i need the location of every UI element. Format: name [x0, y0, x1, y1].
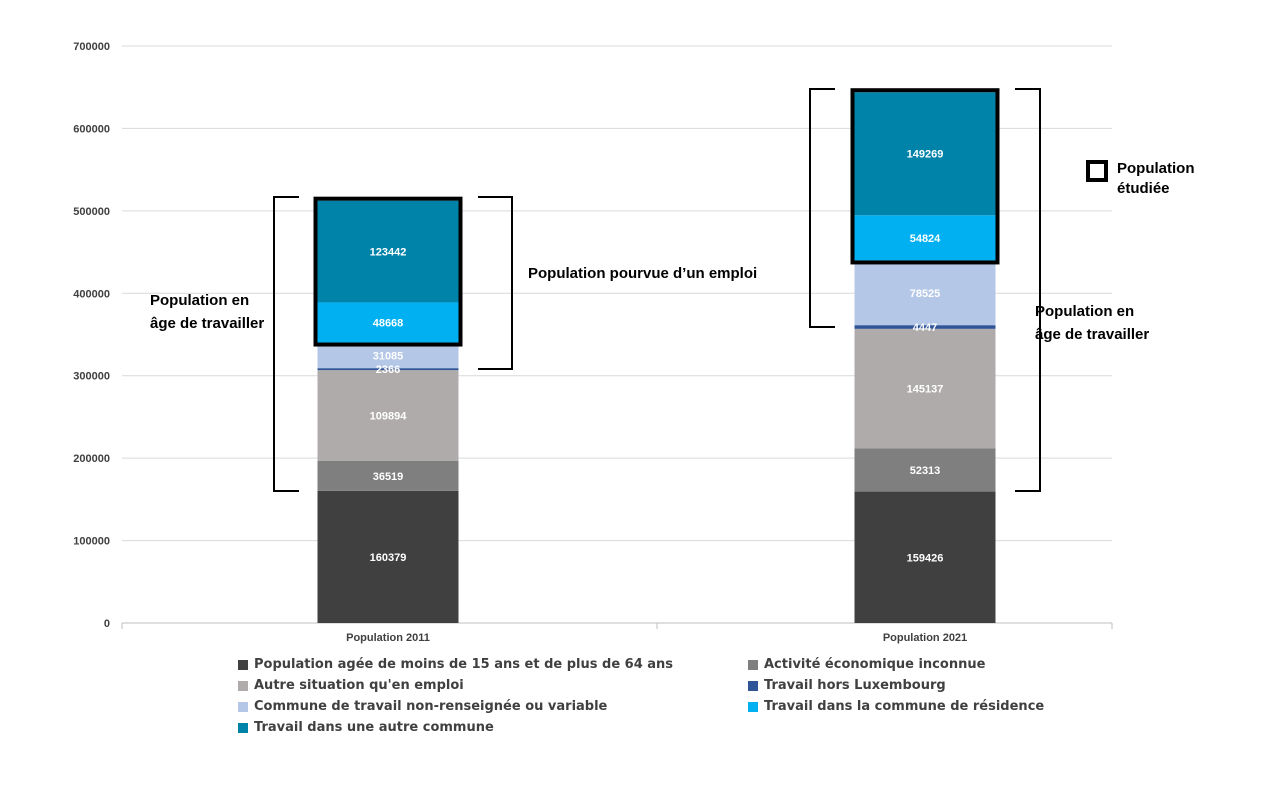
- bar-segment: [317, 200, 459, 303]
- legend-item: Travail hors Luxembourg: [748, 678, 1088, 693]
- data-label: 2366: [376, 364, 400, 376]
- y-tick-label: 600000: [73, 123, 110, 135]
- bar-segment: [854, 92, 996, 216]
- y-tick-label: 100000: [73, 536, 110, 548]
- bar-segment: [317, 302, 459, 343]
- legend-item: Travail dans une autre commune: [238, 720, 748, 735]
- data-label: 54824: [910, 233, 941, 245]
- data-label: 52313: [910, 465, 941, 477]
- employed-label: Population pourvue d’un emploi: [528, 265, 757, 282]
- x-category-label: Population 2011: [346, 632, 430, 644]
- studied-population-key: [1086, 160, 1108, 182]
- bar-segment: [317, 490, 459, 623]
- data-label: 78525: [910, 288, 941, 300]
- x-category-label: Population 2021: [883, 632, 967, 644]
- bracket-employed-2011: [478, 196, 513, 370]
- legend-item: Travail dans la commune de résidence: [748, 699, 1088, 714]
- bracket-working-age-2021: [1015, 88, 1041, 492]
- legend-item: Population agée de moins de 15 ans et de…: [238, 657, 748, 672]
- data-label: 149269: [907, 149, 944, 161]
- legend-swatch: [748, 659, 758, 670]
- legend-label: Travail dans la commune de résidence: [764, 699, 1045, 714]
- y-tick-label: 0: [104, 618, 110, 630]
- legend-label: Activité économique inconnue: [764, 657, 986, 672]
- legend-swatch: [748, 680, 758, 691]
- data-label: 109894: [370, 410, 408, 422]
- legend-swatch: [238, 659, 248, 670]
- data-label: 36519: [373, 471, 404, 483]
- bar-segment: [854, 448, 996, 492]
- bars: [317, 92, 996, 623]
- bar-segment: [854, 215, 996, 261]
- legend-item: Commune de travail non-renseignée ou var…: [238, 699, 748, 714]
- y-tick-label: 400000: [73, 288, 110, 300]
- y-tick-label: 500000: [73, 206, 110, 218]
- bar-segment: [317, 370, 459, 461]
- legend-item: Autre situation qu'en emploi: [238, 678, 748, 693]
- bar-segment: [317, 368, 459, 371]
- legend-swatch: [238, 680, 248, 691]
- data-label: 145137: [907, 384, 944, 396]
- working-age-2011-label: Population en âge de travailler: [150, 292, 264, 332]
- data-label: 159426: [907, 552, 944, 564]
- data-label: 4447: [913, 322, 937, 334]
- y-tick-label: 200000: [73, 453, 110, 465]
- legend-swatch: [748, 701, 758, 712]
- bar-segment: [317, 460, 459, 491]
- legend-label: Autre situation qu'en emploi: [254, 678, 464, 693]
- bar-segment: [317, 342, 459, 369]
- legend-label: Commune de travail non-renseignée ou var…: [254, 699, 608, 714]
- data-labels: 160379 36519 109894 2366 31085 48668 123442 159…: [313, 88, 1000, 564]
- legend-item: Activité économique inconnue: [748, 657, 1088, 672]
- legend-label: Population agée de moins de 15 ans et de…: [254, 657, 674, 672]
- y-tick-label: 300000: [73, 371, 110, 383]
- gridlines: [122, 45, 1112, 624]
- studied-population-outline: [850, 88, 1000, 265]
- bracket-working-age-2011: [273, 196, 299, 492]
- data-label: 123442: [370, 247, 407, 259]
- studied-population-label: Population étudiée: [1117, 160, 1199, 197]
- bar-segment: [854, 491, 996, 623]
- bar-segment: [854, 260, 996, 326]
- data-label: 48668: [373, 317, 404, 329]
- x-axis: Population 2011 Population 2021: [346, 632, 967, 644]
- legend-swatch: [238, 701, 248, 712]
- annotations: Population pourvue d’un emploi Populatio…: [150, 88, 1199, 492]
- legend-swatch: [238, 722, 248, 733]
- legend-label: Travail dans une autre commune: [254, 720, 494, 735]
- y-axis: 0 100000 200000 300000 400000 500000 600000 700…: [73, 41, 1113, 630]
- bracket-employed-2021: [809, 88, 835, 328]
- legend-label: Travail hors Luxembourg: [764, 678, 946, 693]
- stacked-bar-chart: 0 100000 200000 300000 400000 500000 600000 700…: [73, 41, 1199, 644]
- legend: Population agée de moins de 15 ans et de…: [238, 657, 1098, 735]
- data-label: 160379: [370, 552, 407, 564]
- data-label: 31085: [373, 350, 404, 362]
- bar-segment: [854, 328, 996, 449]
- working-age-2021-label: Population en âge de travailler: [1035, 303, 1149, 343]
- studied-population-outline: [313, 196, 463, 347]
- bar-segment: [854, 325, 996, 329]
- y-tick-label: 700000: [73, 41, 110, 53]
